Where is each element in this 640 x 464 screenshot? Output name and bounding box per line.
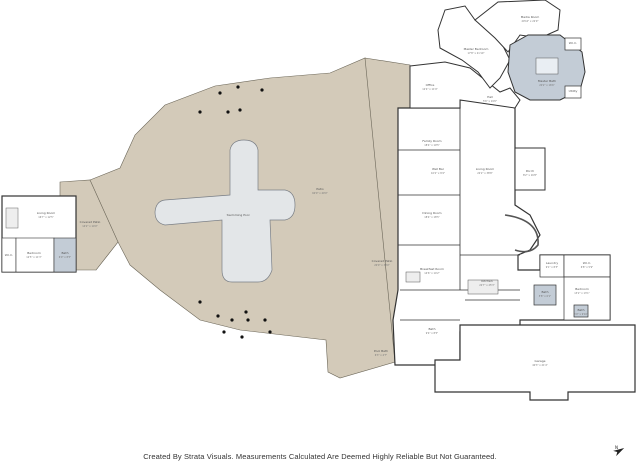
label-garage: Garage <box>535 359 546 363</box>
dims-wic-2: 6'8" x 5'9" <box>581 266 594 269</box>
dims-living-room: 22'2" x 38'8" <box>477 172 493 175</box>
dims-dining-room: 18'4" x 18'5" <box>424 216 440 219</box>
compass-north-icon: N <box>613 445 625 457</box>
label-covered-patio-left: Covered Patio <box>80 220 101 224</box>
dims-patio: 60'0" x 40'0" <box>312 192 328 195</box>
dims-living-bath: 9'4" x 8'5" <box>426 332 439 335</box>
patio-posts <box>198 85 272 339</box>
dims-laundry: 9'1" x 8'3" <box>546 266 559 269</box>
label-wic: W.I.C. <box>569 41 578 45</box>
dims-pool-bath: 6'3" x 4'7" <box>375 354 388 357</box>
swimming-pool <box>154 139 296 283</box>
label-breakfast-room: Breakfast Room <box>420 267 444 271</box>
dims-bedroom-2: 13'2" x 13'1" <box>574 292 590 295</box>
label-hall: Hall <box>487 95 493 99</box>
dims-master-bath: 20'2" x 16'6" <box>539 84 555 87</box>
label-covered-patio: Covered Patio <box>372 259 393 263</box>
dims-media-room: 29'10" x 22'9" <box>521 20 538 23</box>
dims-family-room: 18'4" x 19'5" <box>424 144 440 147</box>
garage <box>434 324 636 401</box>
label-patio: Patio <box>316 187 324 191</box>
dims-breakfast-room: 14'6" x 14'2" <box>424 272 440 275</box>
room-labels: Patio 60'0" x 40'0" Swimming Pool Covere… <box>5 15 594 367</box>
label-bath-guest: Bath <box>62 251 69 255</box>
dims-hall: 5'6" x 19'0" <box>483 100 497 103</box>
label-porch: Porch <box>526 169 534 173</box>
dims-drive-bath: 5'8" x 6'1" <box>539 295 552 298</box>
dims-kitchen: 22'7" x 25'3" <box>479 284 495 287</box>
label-kitchen: Kitchen <box>481 279 492 283</box>
master-tub <box>535 57 559 75</box>
label-pool: Swimming Pool <box>227 213 250 217</box>
label-bedroom-guest: Bedroom <box>27 251 41 255</box>
dims-bedroom-guest: 12'5" x 11'3" <box>26 256 42 259</box>
dims-porch: 8'2" x 16'8" <box>523 174 537 177</box>
guest-house <box>1 195 77 273</box>
label-living-room: Living Room <box>476 167 494 171</box>
breakfast-table <box>405 271 421 283</box>
footer-disclaimer: Created By Strata Visuals. Measurements … <box>143 452 497 461</box>
label-media-room: Media Room <box>521 15 540 19</box>
label-bedroom-2: Bedroom <box>575 287 589 291</box>
interior-walls <box>398 108 520 321</box>
compass-label: N <box>615 445 618 450</box>
dims-garage: 40'3" x 21'4" <box>532 364 548 367</box>
media-room <box>474 0 561 53</box>
dims-master-bedroom: 17'8" x 21'10" <box>467 52 484 55</box>
label-utility: Utility <box>569 89 578 93</box>
label-master-bedroom: Master Bedroom <box>464 47 489 51</box>
dims-office: 12'4" x 11'9" <box>422 88 438 91</box>
dims-bath-2: 5'0" x 9'10" <box>574 313 588 316</box>
label-bath-2: Bath <box>578 308 585 312</box>
label-living-room-guest: Living Room <box>37 211 55 215</box>
label-wic-2: W.I.C. <box>583 261 592 265</box>
label-drive-bath: Bath <box>542 290 549 294</box>
kitchen-island <box>467 279 499 295</box>
label-laundry: Laundry <box>546 261 558 265</box>
curved-stair <box>504 214 539 253</box>
dims-wet-bar: 10'2" x 8'4" <box>431 172 445 175</box>
label-master-bath: Master Bath <box>538 79 556 83</box>
label-dining-room: Dining Room <box>422 211 441 215</box>
dims-living-room-guest: 16'7" x 12'5" <box>38 216 54 219</box>
label-pool-bath: Pool Bath <box>374 349 388 353</box>
label-living-bath: Bath <box>429 327 436 331</box>
label-family-room: Family Room <box>422 139 441 143</box>
wic-closet-2 <box>564 85 582 99</box>
upper-wing <box>409 61 521 109</box>
dims-covered-patio: 20'0" x 38'0" <box>374 264 390 267</box>
wic-closet <box>564 37 582 51</box>
bedroom-wing <box>533 254 611 321</box>
porch <box>514 147 546 191</box>
dims-bath-guest: 6'0" x 8'5" <box>59 256 72 259</box>
label-wet-bar: Wet Bar <box>432 167 445 171</box>
label-office: Office <box>426 83 435 87</box>
dims-covered-patio-left: 14'2" x 14'0" <box>82 225 98 228</box>
label-closet-guest: W.I.C. <box>5 253 14 257</box>
